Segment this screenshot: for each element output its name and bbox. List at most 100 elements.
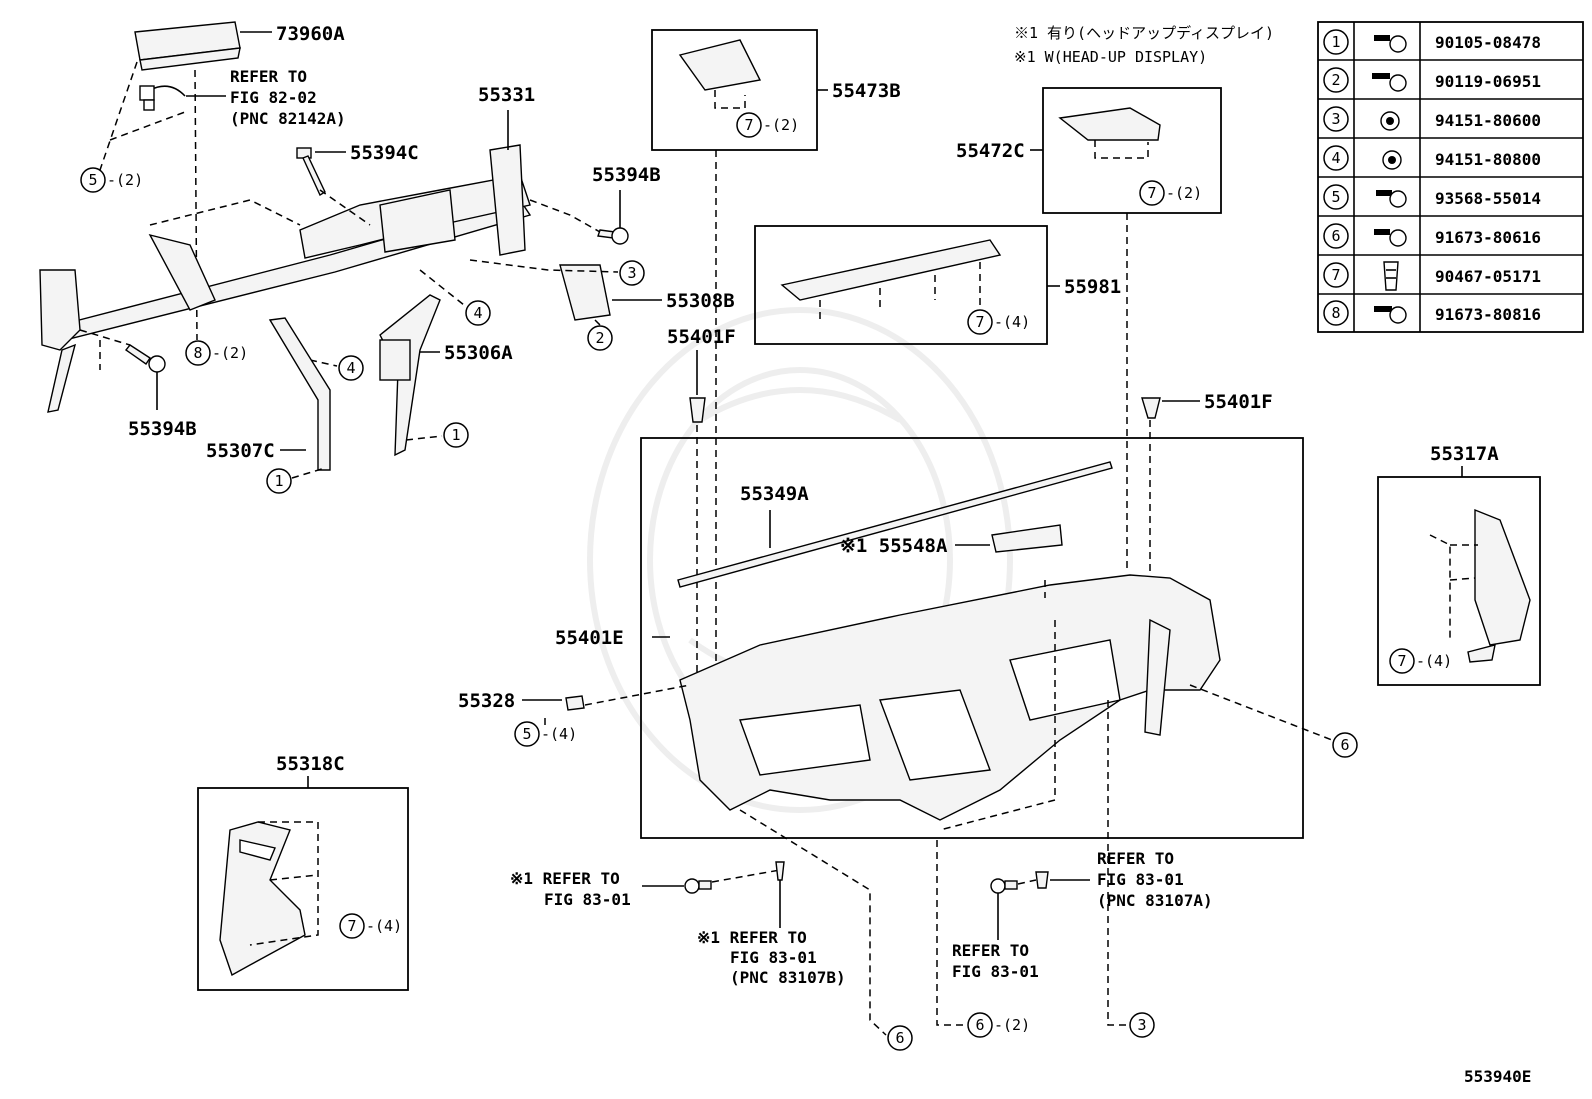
label-55473B: 55473B xyxy=(832,80,901,102)
bracket-55331: 55331 xyxy=(478,84,535,150)
ref-83-01-c: REFER TO FIG 83-01 xyxy=(952,878,1039,981)
svg-text:FIG 83-01: FIG 83-01 xyxy=(952,962,1039,981)
table-row: 2 90119-06951 xyxy=(1323,67,1541,93)
svg-text:-(4): -(4) xyxy=(541,725,577,743)
bolt-55394B-right: 55394B xyxy=(592,164,661,245)
callout-2: 2 xyxy=(587,319,613,351)
table-row: 6 91673-80616 xyxy=(1323,223,1541,249)
part-number: 94151-80800 xyxy=(1435,150,1541,169)
row-number: 5 xyxy=(1331,188,1340,206)
clip-55401F-right: 55401F xyxy=(1141,391,1273,419)
callout-6-pair: 6 -(2) xyxy=(967,1012,1030,1038)
part-number: 91673-80616 xyxy=(1435,228,1541,247)
part-number: 90467-05171 xyxy=(1435,267,1541,286)
brace-55306A: 55306A xyxy=(379,294,513,457)
label-55331: 55331 xyxy=(478,84,535,106)
part-number: 90105-08478 xyxy=(1435,33,1541,52)
label-55306A: 55306A xyxy=(444,342,513,364)
group-55473B: 7 -(2) 55473B xyxy=(651,29,901,151)
svg-text:FIG 83-01: FIG 83-01 xyxy=(1097,870,1184,889)
svg-text:3: 3 xyxy=(627,264,636,282)
svg-text:7: 7 xyxy=(1397,652,1406,670)
row-number: 4 xyxy=(1331,149,1340,167)
svg-text:2: 2 xyxy=(595,329,604,347)
svg-text:REFER TO: REFER TO xyxy=(1097,849,1174,868)
callout-3-bottom: 3 xyxy=(1129,1012,1155,1038)
brace-55307C: 55307C xyxy=(206,317,331,471)
svg-text:6: 6 xyxy=(975,1016,984,1034)
callout-4-a: 4 xyxy=(419,269,491,326)
bolt-icon xyxy=(1376,190,1407,208)
row-number: 7 xyxy=(1331,266,1340,284)
diagram-id: 553940E xyxy=(1464,1067,1531,1086)
svg-text:5: 5 xyxy=(522,725,531,743)
group-55318C: 55318C 7 -(4) xyxy=(197,753,409,991)
bolt-icon xyxy=(1374,229,1407,247)
svg-text:※1 REFER TO: ※1 REFER TO xyxy=(510,869,620,888)
note-line-1: ※1 有り(ヘッドアップディスプレイ) xyxy=(1014,24,1274,42)
svg-text:7: 7 xyxy=(975,313,984,331)
label-55308B: 55308B xyxy=(666,290,735,312)
svg-text:(PNC 83107A): (PNC 83107A) xyxy=(1097,891,1213,910)
table-row: 8 91673-80816 xyxy=(1323,300,1541,326)
callout-5: 5 -(2) xyxy=(80,167,143,193)
refer-82-line1: REFER TO xyxy=(230,67,307,86)
nut-icon xyxy=(1382,150,1402,170)
label-55981: 55981 xyxy=(1064,276,1121,298)
part-number: 94151-80600 xyxy=(1435,111,1541,130)
svg-text:-(2): -(2) xyxy=(107,171,143,189)
label-55401E: 55401E xyxy=(555,627,624,649)
label-55349A: 55349A xyxy=(740,483,809,505)
svg-text:FIG 83-01: FIG 83-01 xyxy=(730,948,817,967)
callout-4-b: 4 xyxy=(309,355,364,381)
ref-83-01-d: REFER TO FIG 83-01 (PNC 83107A) xyxy=(1035,849,1213,910)
row-number: 3 xyxy=(1331,110,1340,128)
svg-text:4: 4 xyxy=(346,359,355,377)
svg-text:5: 5 xyxy=(88,171,97,189)
refer-82-line3: (PNC 82142A) xyxy=(230,109,346,128)
bolt-icon xyxy=(1374,306,1407,324)
row-number: 6 xyxy=(1331,227,1340,245)
label-55394B-left: 55394B xyxy=(128,418,197,440)
label-55548A: ※1 55548A xyxy=(840,535,948,557)
group-55981: 7 -(4) 55981 xyxy=(754,225,1121,345)
note-line-2: ※1 W(HEAD-UP DISPLAY) xyxy=(1014,48,1207,66)
part-number: 93568-55014 xyxy=(1435,189,1541,208)
row-number: 1 xyxy=(1331,33,1340,51)
wire-connector: REFER TO FIG 82-02 (PNC 82142A) xyxy=(139,67,346,128)
instrument-panel-group: 55349A ※1 55548A 55401E xyxy=(555,437,1304,839)
svg-text:1: 1 xyxy=(274,472,283,490)
callout-3-top: 3 xyxy=(469,259,645,286)
svg-text:-(4): -(4) xyxy=(1416,652,1452,670)
svg-text:(PNC 83107B): (PNC 83107B) xyxy=(730,968,846,987)
table-row: 4 94151-80800 xyxy=(1323,145,1541,171)
label-55401F-right: 55401F xyxy=(1204,391,1273,413)
svg-text:7: 7 xyxy=(347,917,356,935)
svg-text:-(2): -(2) xyxy=(763,116,799,134)
bolt-55394C: 55394C xyxy=(296,142,419,197)
label-55307C: 55307C xyxy=(206,440,275,462)
part-number: 91673-80816 xyxy=(1435,305,1541,324)
callout-1-mid: 1 xyxy=(405,422,469,448)
callout-6-bottom: 6 xyxy=(887,1025,913,1051)
svg-text:-(4): -(4) xyxy=(994,313,1030,331)
table-row: 7 90467-05171 xyxy=(1323,261,1541,291)
bracket-55308B: 55308B xyxy=(612,290,735,312)
svg-text:4: 4 xyxy=(473,304,482,322)
refer-82-line2: FIG 82-02 xyxy=(230,88,317,107)
clip-55401F-left: 55401F xyxy=(667,326,736,423)
label-73960A: 73960A xyxy=(276,23,345,45)
clip-icon xyxy=(1383,261,1399,291)
svg-text:FIG 83-01: FIG 83-01 xyxy=(544,890,631,909)
svg-text:REFER TO: REFER TO xyxy=(952,941,1029,960)
clip-55328: 55328 xyxy=(458,684,691,728)
label-55318C: 55318C xyxy=(276,753,345,775)
svg-text:7: 7 xyxy=(744,116,753,134)
ref-83-01-b: ※1 REFER TO FIG 83-01 (PNC 83107B) xyxy=(697,861,846,987)
svg-text:1: 1 xyxy=(451,426,460,444)
group-55317A: 55317A 7 -(4) xyxy=(1377,443,1541,686)
svg-text:3: 3 xyxy=(1137,1016,1146,1034)
label-55394B-right: 55394B xyxy=(592,164,661,186)
instrument-panel-reinforcement xyxy=(39,144,611,413)
